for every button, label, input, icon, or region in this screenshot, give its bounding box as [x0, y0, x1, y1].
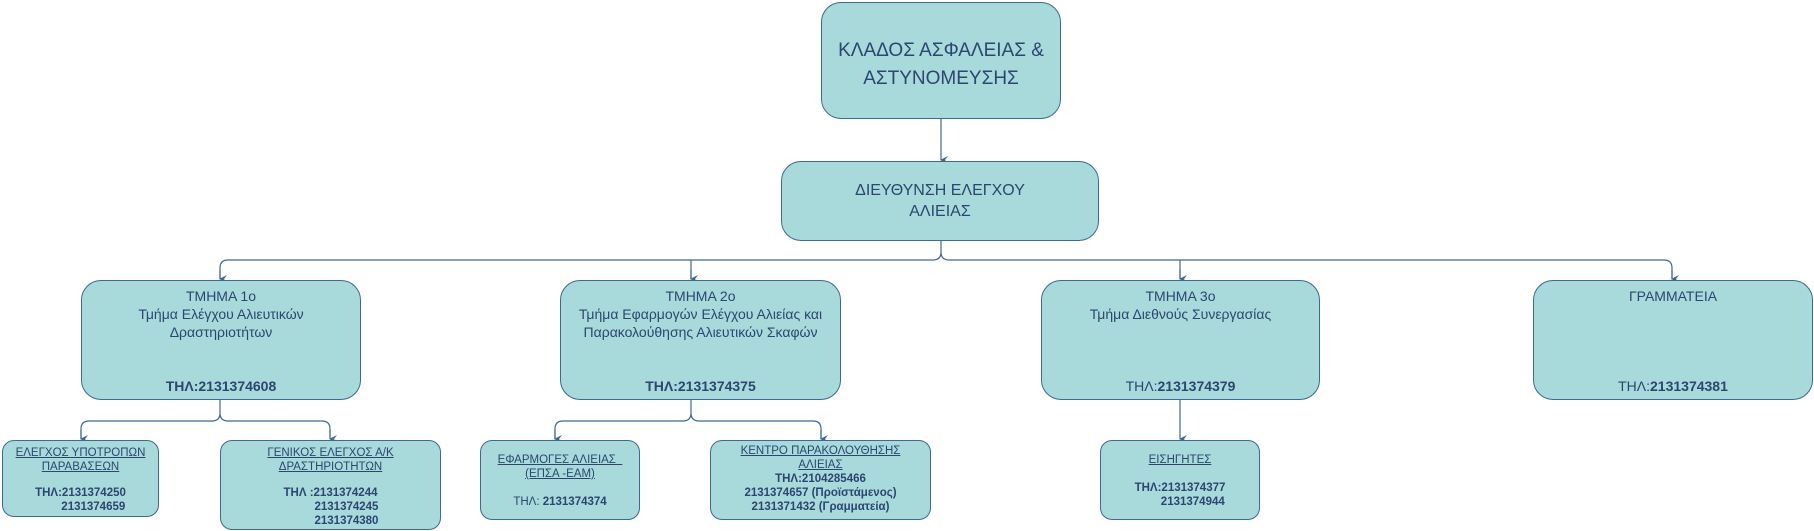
department-title: ΓΡΑΜΜΑΤΕΙΑ	[1628, 288, 1718, 304]
unit-phone: 2131374657 (Προϊστάμενος)	[744, 487, 897, 499]
phone-number: 2131374374	[542, 496, 607, 508]
unit-phone: ΤΗΛ :2131374244	[283, 487, 378, 499]
connector-dept2-units	[554, 400, 822, 439]
connector-directorate-bus	[219, 241, 1673, 279]
department-name: Παρακολούθησης Αλιευτικών Σκαφών	[583, 324, 818, 340]
unit-title: ΔΡΑΣΤΗΡΙΟΤΗΤΩΝ	[278, 461, 383, 473]
directorate-line1: ΔΙΕΥΘΥΝΣΗ ΕΛΕΓΧΟΥ	[855, 182, 1025, 199]
unit-node: ΕΛΕΓΧΟΣ ΥΠΟΤΡΟΠΩΝ ΠΑΡΑΒΑΣΕΩΝ ΤΗΛ:2131374…	[2, 440, 159, 517]
department-3-node: ΤΜΗΜΑ 3ο Τμήμα Διεθνούς Συνεργασίας ΤΗΛ:…	[1041, 280, 1320, 400]
unit-phone: 2131374380	[282, 515, 379, 527]
unit-node: ΓΕΝΙΚΟΣ ΕΛΕΓΧΟΣ Α/Κ ΔΡΑΣΤΗΡΙΟΤΗΤΩΝ ΤΗΛ :…	[220, 440, 441, 530]
unit-title: (ΕΠΣΑ -ΕΑΜ)	[525, 468, 595, 480]
department-name: Τμήμα Ελέγχου Αλιευτικών	[138, 306, 304, 322]
root-line2: ΑΣΤΥΝΟΜΕΥΣΗΣ	[863, 68, 1019, 89]
unit-phone: 2131374245	[282, 501, 379, 513]
department-name: Δραστηριοτήτων	[169, 324, 273, 340]
unit-phone: ΤΗΛ: 2131374374	[481, 495, 639, 509]
unit-title: ΑΛΙΕΙΑΣ	[798, 459, 843, 471]
secretariat-node: ΓΡΑΜΜΑΤΕΙΑ ΤΗΛ:2131374381	[1533, 280, 1813, 400]
phone-number: 2131374379	[1157, 378, 1236, 394]
department-phone: ΤΗΛ:2131374379	[1042, 377, 1319, 395]
phone-label: ΤΗΛ:	[1125, 378, 1158, 394]
department-phone: ΤΗΛ:2131374381	[1534, 377, 1812, 395]
unit-title: ΕΛΕΓΧΟΣ ΥΠΟΤΡΟΠΩΝ	[15, 447, 146, 459]
department-phone: ΤΗΛ:2131374608	[165, 378, 277, 394]
root-node: ΚΛΑΔΟΣ ΑΣΦΑΛΕΙΑΣ & ΑΣΤΥΝΟΜΕΥΣΗΣ	[821, 2, 1061, 119]
unit-title: ΓΕΝΙΚΟΣ ΕΛΕΓΧΟΣ Α/Κ	[267, 447, 394, 459]
unit-node: ΕΙΣΗΓΗΤΕΣ ΤΗΛ:2131374377 2131374944	[1100, 440, 1260, 520]
directorate-node: ΔΙΕΥΘΥΝΣΗ ΕΛΕΓΧΟΥ ΑΛΙΕΙΑΣ	[781, 161, 1099, 241]
department-name: Τμήμα Εφαρμογών Ελέγχου Αλιείας και	[578, 306, 823, 322]
unit-title: ΠΑΡΑΒΑΣΕΩΝ	[41, 461, 120, 473]
unit-phone: 2131374944	[1135, 496, 1225, 508]
phone-label: ΤΗΛ:	[513, 496, 543, 508]
department-title: ΤΜΗΜΑ 3ο	[1145, 288, 1216, 304]
unit-phone: ΤΗΛ:2131374250	[35, 487, 126, 499]
phone-number: 2131374381	[1650, 378, 1728, 394]
unit-title: ΕΦΑΡΜΟΓΕΣ ΑΛΙΕΙΑΣ	[497, 454, 623, 466]
root-line1: ΚΛΑΔΟΣ ΑΣΦΑΛΕΙΑΣ &	[838, 40, 1044, 61]
unit-phone: ΤΗΛ:2131374377	[1134, 482, 1226, 494]
department-name: Τμήμα Διεθνούς Συνεργασίας	[1089, 306, 1272, 322]
connector-dept1-units	[80, 400, 331, 439]
unit-title: ΚΕΝΤΡΟ ΠΑΡΑΚΟΛΟΥΘΗΣΗΣ	[740, 445, 901, 457]
directorate-line2: ΑΛΙΕΙΑΣ	[909, 203, 971, 220]
department-2-node: ΤΜΗΜΑ 2ο Τμήμα Εφαρμογών Ελέγχου Αλιείας…	[560, 280, 841, 400]
unit-phone: 2131374659	[35, 501, 126, 513]
phone-label: ΤΗΛ:	[1618, 378, 1651, 394]
department-1-node: ΤΜΗΜΑ 1ο Τμήμα Ελέγχου Αλιευτικών Δραστη…	[81, 280, 361, 400]
department-title: ΤΜΗΜΑ 1ο	[185, 288, 256, 304]
unit-phone: 2131371432 (Γραμματεία)	[751, 501, 890, 513]
unit-node: ΕΦΑΡΜΟΓΕΣ ΑΛΙΕΙΑΣ (ΕΠΣΑ -ΕΑΜ) ΤΗΛ: 21313…	[480, 440, 640, 520]
unit-title: ΕΙΣΗΓΗΤΕΣ	[1148, 454, 1212, 466]
department-phone: ΤΗΛ:2131374375	[645, 378, 756, 394]
department-title: ΤΜΗΜΑ 2ο	[665, 288, 736, 304]
unit-node: ΚΕΝΤΡΟ ΠΑΡΑΚΟΛΟΥΘΗΣΗΣ ΑΛΙΕΙΑΣ ΤΗΛ:210428…	[710, 440, 931, 520]
unit-phone: ΤΗΛ:2104285466	[775, 473, 866, 485]
